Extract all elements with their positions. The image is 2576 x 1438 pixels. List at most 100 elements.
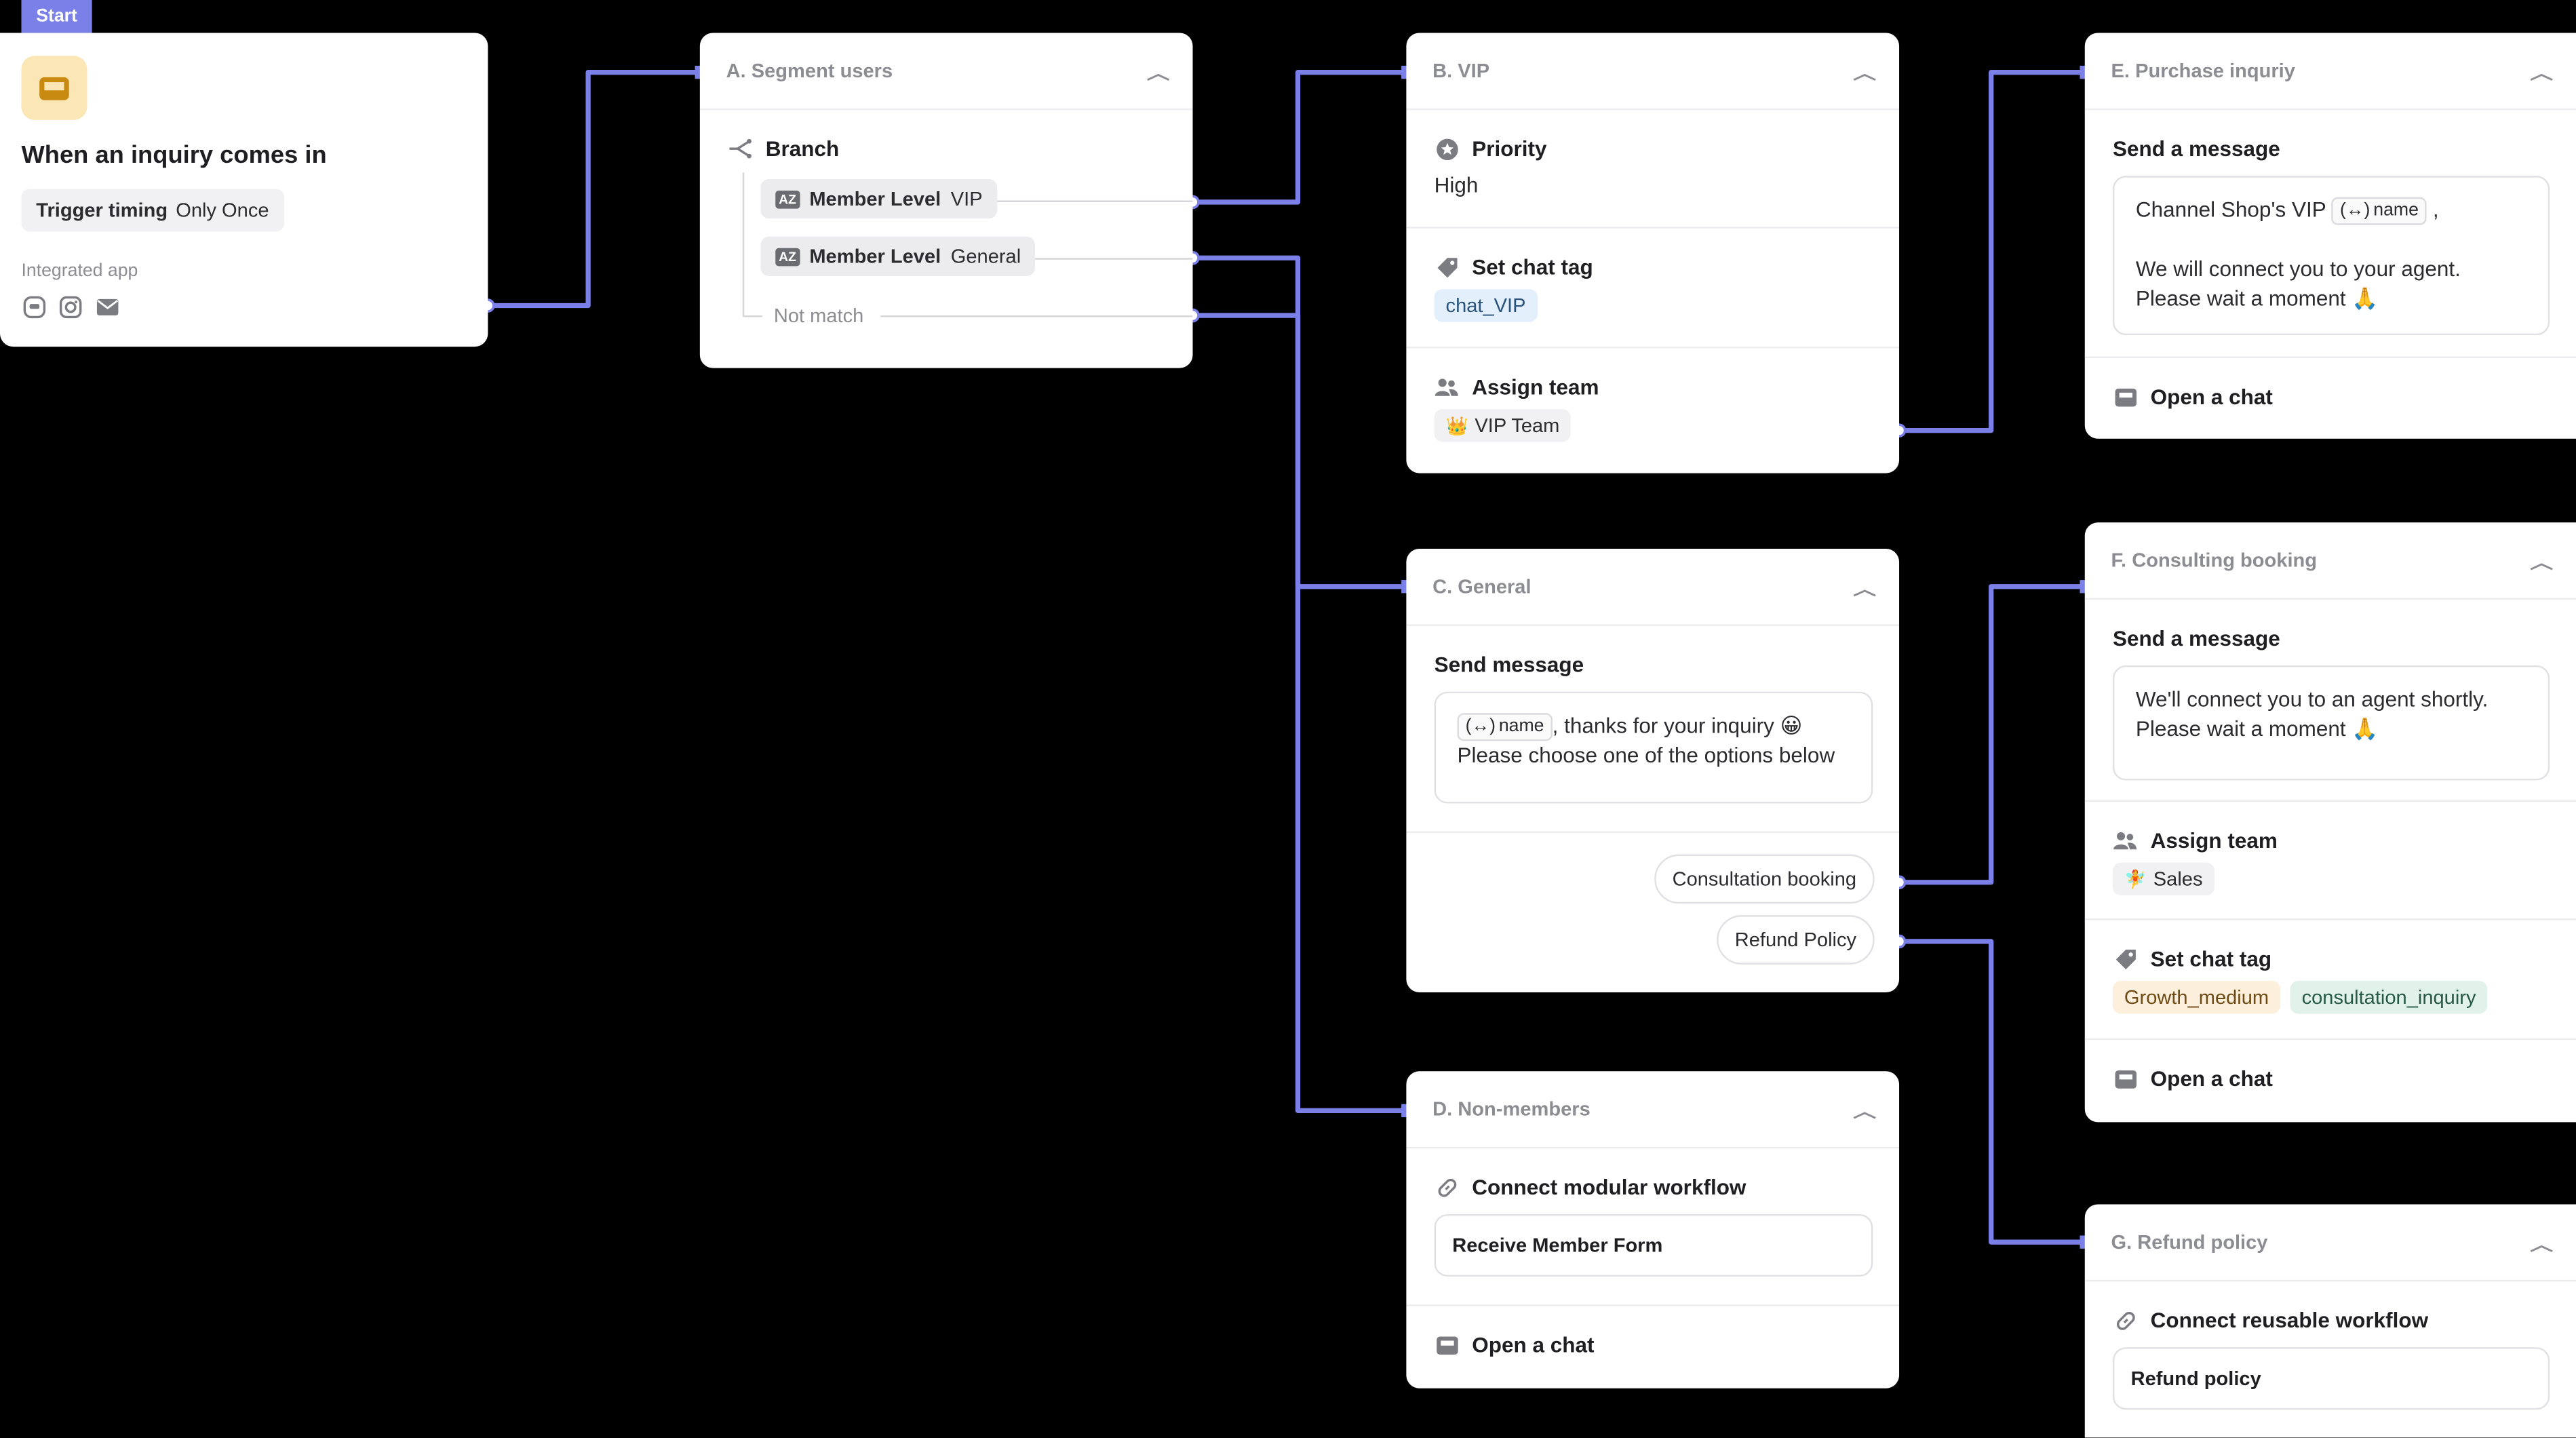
trigger-timing-value: Only Once [176, 199, 269, 222]
chat-tag-section[interactable]: Set chat tag chat_VIP [1406, 229, 1900, 349]
message-line3: Please wait a moment 🙏 [2135, 286, 2379, 311]
message-line2: We will connect you to your agent. [2135, 256, 2461, 281]
chat-tag-label: Set chat tag [1472, 254, 1593, 279]
condition-value: VIP [950, 187, 983, 211]
message-box[interactable]: Channel Shop's VIP (↔)name , We will con… [2112, 176, 2550, 336]
message-box[interactable]: We'll connect you to an agent shortly. P… [2112, 665, 2550, 781]
general-node[interactable]: C. General ︿ Send message (↔)name, thank… [1406, 549, 1900, 993]
consulting-booking-node[interactable]: F. Consulting booking ︿ Send a message W… [2084, 522, 2576, 1123]
open-chat-section[interactable]: Open a chat [1406, 1306, 1899, 1380]
link-icon [1435, 1175, 1459, 1199]
priority-section[interactable]: Priority High [1406, 110, 1900, 229]
assign-team-label: Assign team [1472, 374, 1599, 400]
channel-app-icon [23, 296, 46, 319]
open-chat-label: Open a chat [2150, 384, 2273, 410]
send-message-label: Send message [1434, 652, 1584, 677]
collapse-chevron-icon[interactable]: ︿ [1853, 581, 1877, 599]
team-icon [2113, 828, 2137, 853]
connect-workflow-label: Connect reusable workflow [2150, 1308, 2429, 1333]
refund-policy-header[interactable]: G. Refund policy ︿ [2084, 1204, 2576, 1282]
branch-line-vip [989, 200, 1193, 202]
star-icon [1435, 136, 1459, 161]
purchase-inquiry-header[interactable]: E. Purchase inquriy ︿ [2084, 33, 2576, 111]
node-title: F. Consulting booking [2111, 549, 2318, 572]
connect-workflow-section[interactable]: Connect modular workflow Receive Member … [1406, 1148, 1900, 1306]
assign-team-section[interactable]: Assign team 👑VIP Team [1406, 349, 1899, 465]
branch-label: Branch [765, 136, 840, 161]
connect-workflow-section[interactable]: Connect reusable workflow Refund policy [2085, 1281, 2576, 1433]
segment-users-node[interactable]: A. Segment users ︿ Branch AZ Member Leve… [699, 33, 1193, 368]
node-title: E. Purchase inquriy [2111, 59, 2295, 83]
option-refund-policy[interactable]: Refund Policy [1717, 915, 1875, 965]
variable-chip: (↔)name [2331, 197, 2427, 225]
message-prefix: Channel Shop's VIP [2135, 197, 2326, 222]
open-chat-section[interactable]: Open a chat [2085, 358, 2576, 432]
connector-notmatch-to-d [1192, 313, 1407, 1114]
chat-icon [1435, 1332, 1459, 1357]
segment-users-header[interactable]: A. Segment users ︿ [699, 33, 1193, 111]
collapse-chevron-icon[interactable]: ︿ [1146, 64, 1170, 83]
branch-not-match: Not match [773, 304, 864, 328]
send-message-section[interactable]: Send a message Channel Shop's VIP (↔)nam… [2084, 110, 2576, 359]
branch-condition-vip[interactable]: AZ Member Level VIP [760, 179, 998, 219]
message-line1: , thanks for your inquiry 😀 [1552, 713, 1803, 738]
node-title: D. Non-members [1432, 1097, 1591, 1121]
send-message-section[interactable]: Send message (↔)name, thanks for your in… [1406, 626, 1900, 834]
chat-tag-section[interactable]: Set chat tag Growth_medium consultation_… [2084, 920, 2576, 1041]
workflow-box[interactable]: Refund policy [2112, 1347, 2550, 1410]
branch-condition-general[interactable]: AZ Member Level General [760, 236, 1036, 276]
collapse-chevron-icon[interactable]: ︿ [1853, 64, 1877, 83]
node-title: C. General [1432, 575, 1531, 598]
send-message-section[interactable]: Send a message We'll connect you to an a… [2084, 600, 2576, 802]
team-chip: 👑VIP Team [1434, 409, 1572, 442]
message-line1: We'll connect you to an agent shortly. [2135, 686, 2489, 712]
instagram-icon [59, 296, 82, 319]
collapse-chevron-icon[interactable]: ︿ [1853, 1103, 1877, 1122]
collapse-chevron-icon[interactable]: ︿ [2530, 1236, 2554, 1255]
variable-icon: (↔) [1465, 716, 1496, 737]
workflow-box[interactable]: Receive Member Form [1434, 1214, 1873, 1277]
branch-tree-line [742, 172, 745, 316]
option-consultation-booking[interactable]: Consultation booking [1654, 854, 1875, 904]
variable-chip: (↔)name [1457, 713, 1553, 741]
consulting-booking-header[interactable]: F. Consulting booking ︿ [2084, 522, 2576, 600]
node-title: A. Segment users [726, 59, 893, 83]
vip-header[interactable]: B. VIP ︿ [1406, 33, 1900, 111]
trigger-timing-chip[interactable]: Trigger timing Only Once [21, 189, 284, 232]
message-line2: Please choose one of the options below [1457, 742, 1835, 768]
crown-icon: 👑 [1445, 416, 1468, 437]
general-header[interactable]: C. General ︿ [1406, 549, 1900, 626]
collapse-chevron-icon[interactable]: ︿ [2530, 554, 2554, 573]
collapse-chevron-icon[interactable]: ︿ [2530, 64, 2554, 83]
refund-policy-node[interactable]: G. Refund policy ︿ Connect reusable work… [2084, 1204, 2576, 1438]
inbox-icon [21, 56, 87, 120]
connector-consultation-to-f [1899, 584, 2085, 885]
purchase-inquiry-node[interactable]: E. Purchase inquriy ︿ Send a message Cha… [2084, 33, 2576, 439]
fairy-icon: 🧚 [2124, 870, 2147, 890]
start-title: When an inquiry comes in [21, 141, 327, 170]
assign-team-section[interactable]: Assign team 🧚Sales [2084, 802, 2576, 920]
start-badge: Start [21, 0, 92, 33]
integrated-app-label: Integrated app [21, 261, 138, 281]
connector-refund-to-g [1899, 939, 2085, 1245]
integrated-apps [23, 296, 120, 319]
team-icon [1435, 374, 1459, 399]
priority-label: Priority [1472, 136, 1547, 161]
vip-node[interactable]: B. VIP ︿ Priority High Set chat tag chat… [1406, 33, 1900, 473]
open-chat-label: Open a chat [2150, 1066, 2273, 1091]
message-line2: Please wait a moment 🙏 [2135, 716, 2379, 741]
start-node[interactable]: When an inquiry comes in Trigger timing … [0, 33, 488, 347]
branch-line-notmatch [742, 315, 762, 317]
message-box[interactable]: (↔)name, thanks for your inquiry 😀 Pleas… [1434, 691, 1873, 804]
condition-key: Member Level [809, 187, 941, 211]
node-title: B. VIP [1432, 59, 1490, 83]
team-chip: 🧚Sales [2112, 862, 2214, 896]
az-icon: AZ [775, 189, 800, 208]
open-chat-section[interactable]: Open a chat [2085, 1040, 2576, 1114]
open-chat-label: Open a chat [1472, 1332, 1595, 1357]
non-members-node[interactable]: D. Non-members ︿ Connect modular workflo… [1406, 1071, 1900, 1388]
branch-line-general [1028, 258, 1193, 260]
non-members-header[interactable]: D. Non-members ︿ [1406, 1071, 1900, 1149]
chat-icon [2113, 385, 2137, 409]
az-icon: AZ [775, 247, 800, 266]
